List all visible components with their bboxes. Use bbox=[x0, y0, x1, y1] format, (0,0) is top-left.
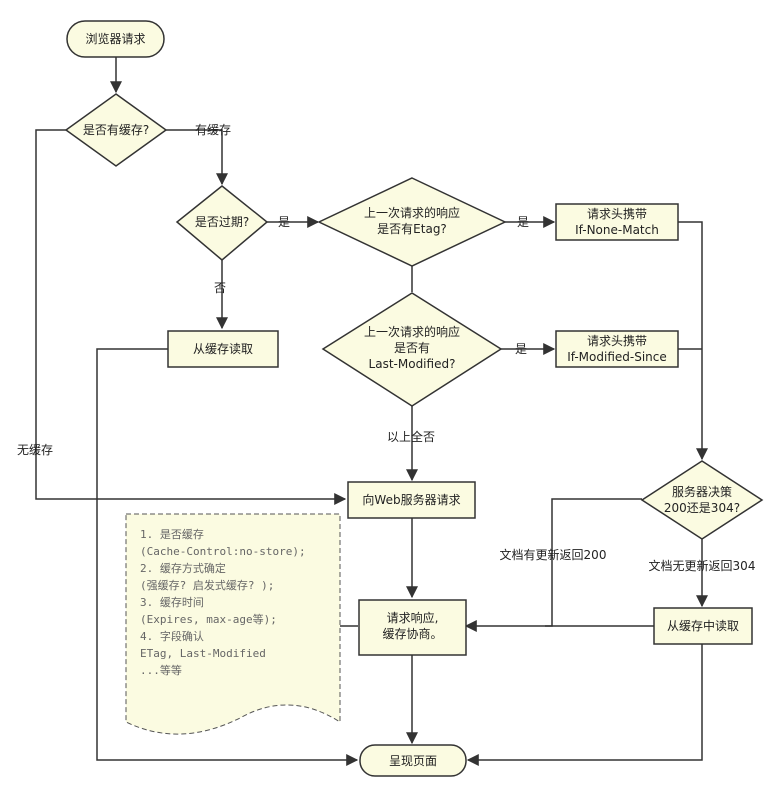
if-modified-since-line-1: 请求头携带 bbox=[587, 333, 647, 348]
edges bbox=[35, 57, 708, 766]
note-line-7: 4. 字段确认 bbox=[140, 629, 204, 643]
note-line-9: ...等等 bbox=[140, 663, 182, 677]
note-line-4: (强缓存? 启发式缓存? ); bbox=[140, 578, 274, 592]
node-response-negotiation: 请求响应, 缓存协商。 bbox=[358, 599, 467, 656]
node-expired-decision: 是否过期? bbox=[175, 185, 269, 261]
server-request-label: 向Web服务器请求 bbox=[362, 492, 460, 507]
label-no-cache: 无缓存 bbox=[17, 443, 53, 457]
node-browser-request: 浏览器请求 bbox=[66, 20, 165, 58]
edge-inm-to-server bbox=[678, 221, 708, 461]
has-cache-label: 是否有缓存? bbox=[83, 123, 149, 137]
last-modified-label-line-3: Last-Modified? bbox=[369, 357, 456, 371]
expired-label: 是否过期? bbox=[195, 215, 249, 229]
label-ims-yes: 是 bbox=[515, 342, 527, 356]
edge-doc-updated bbox=[464, 498, 642, 632]
server-decision-line-2: 200还是304? bbox=[664, 501, 740, 515]
label-doc-not-updated: 文档无更新返回304 bbox=[649, 558, 756, 573]
response-line-2: 缓存协商。 bbox=[382, 626, 442, 641]
node-has-cache-decision: 是否有缓存? bbox=[64, 93, 168, 167]
last-modified-label-line-1: 上一次请求的响应 bbox=[364, 324, 460, 339]
note-line-8: ETag, Last-Modified bbox=[140, 647, 266, 660]
label-expired-yes: 是 bbox=[278, 215, 290, 229]
label-doc-updated: 文档有更新返回200 bbox=[500, 547, 607, 562]
note-line-5: 3. 缓存时间 bbox=[140, 595, 204, 609]
node-read-cache-2: 从缓存中读取 bbox=[653, 607, 753, 645]
etag-label-line-2: 是否有Etag? bbox=[377, 222, 447, 236]
node-etag-decision: 上一次请求的响应 是否有Etag? bbox=[317, 177, 507, 267]
edge-has-cache-yes bbox=[166, 129, 228, 186]
note-line-6: (Expires, max-age等); bbox=[140, 612, 277, 626]
edge-read-cache2-to-render bbox=[466, 644, 703, 766]
note-line-3: 2. 缓存方式确定 bbox=[140, 561, 226, 575]
render-page-label: 呈现页面 bbox=[389, 754, 437, 768]
node-server-decision: 服务器决策 200还是304? bbox=[640, 460, 764, 540]
edge-labels: 有缓存 无缓存 是 否 是 是 以上全否 文档有更新返回200 文档无更新返回3… bbox=[17, 123, 755, 573]
browser-request-label: 浏览器请求 bbox=[85, 31, 145, 46]
label-all-no: 以上全否 bbox=[387, 429, 435, 444]
edge-no-cache bbox=[35, 129, 347, 505]
node-if-modified-since: 请求头携带 If-Modified-Since bbox=[555, 330, 679, 368]
node-render-page: 呈现页面 bbox=[359, 744, 467, 777]
note-line-2: (Cache-Control:no-store); bbox=[140, 545, 306, 558]
if-none-match-line-1: 请求头携带 bbox=[587, 206, 647, 221]
label-etag-yes: 是 bbox=[517, 215, 529, 229]
server-decision-line-1: 服务器决策 bbox=[672, 484, 732, 499]
node-server-request: 向Web服务器请求 bbox=[347, 481, 476, 519]
cache-note: 1. 是否缓存 (Cache-Control:no-store); 2. 缓存方… bbox=[125, 513, 341, 735]
edge-read-cache-to-render bbox=[96, 348, 359, 766]
read-cache-2-label: 从缓存中读取 bbox=[667, 618, 739, 633]
node-last-modified-decision: 上一次请求的响应 是否有 Last-Modified? bbox=[321, 292, 503, 407]
if-none-match-line-2: If-None-Match bbox=[575, 223, 659, 237]
label-has-cache: 有缓存 bbox=[195, 123, 231, 137]
last-modified-label-line-2: 是否有 bbox=[394, 341, 430, 355]
read-cache-label: 从缓存读取 bbox=[193, 342, 253, 356]
node-read-cache: 从缓存读取 bbox=[167, 330, 279, 368]
etag-label-line-1: 上一次请求的响应 bbox=[364, 205, 460, 220]
label-expired-no: 否 bbox=[214, 281, 226, 295]
if-modified-since-line-2: If-Modified-Since bbox=[567, 350, 667, 364]
node-if-none-match: 请求头携带 If-None-Match bbox=[555, 203, 679, 241]
response-line-1: 请求响应, bbox=[387, 610, 439, 625]
note-line-1: 1. 是否缓存 bbox=[140, 527, 204, 541]
